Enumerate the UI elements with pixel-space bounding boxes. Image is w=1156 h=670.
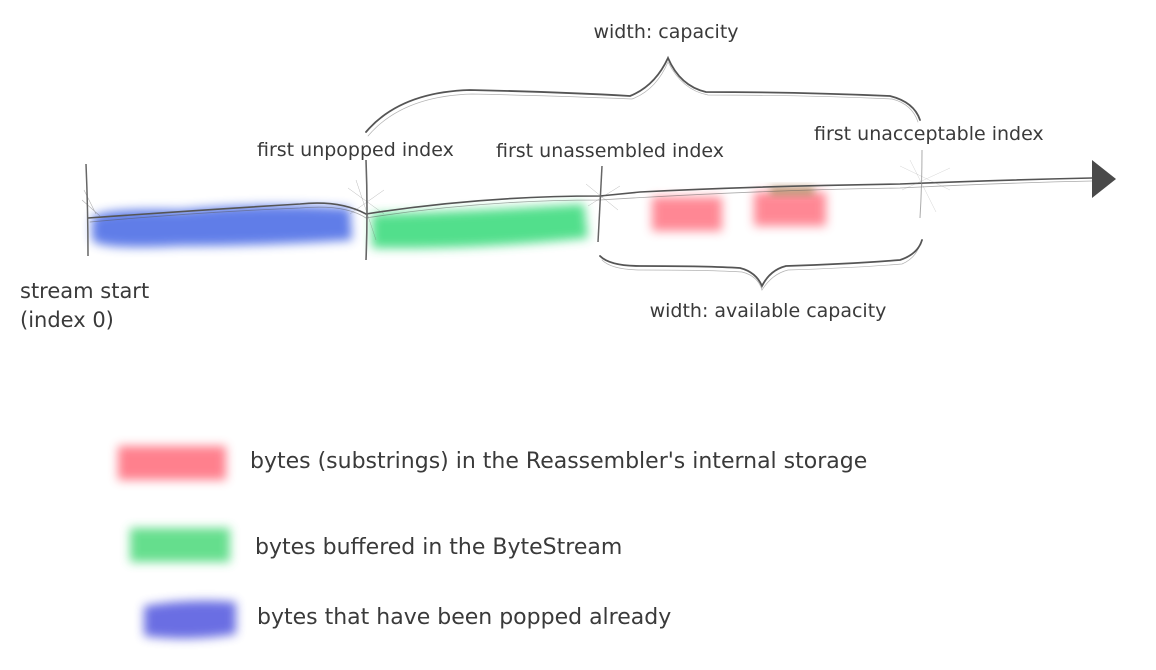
label-index-zero: (index 0)	[20, 308, 114, 332]
label-first-unassembled: first unassembled index	[496, 140, 724, 162]
label-stream-start: stream start	[20, 279, 149, 303]
legend-item-storage: bytes (substrings) in the Reassembler's …	[118, 446, 867, 480]
popped-bytes-region	[92, 205, 352, 248]
legend-item-popped: bytes that have been popped already	[144, 600, 671, 639]
label-width-available: width: available capacity	[650, 300, 887, 322]
label-first-unpopped: first unpopped index	[257, 139, 454, 161]
buffered-bytes-region	[372, 204, 588, 249]
legend-text-popped: bytes that have been popped already	[257, 605, 671, 630]
legend: bytes (substrings) in the Reassembler's …	[118, 446, 867, 639]
legend-swatch-popped	[144, 600, 236, 639]
stream-arrowhead	[1092, 160, 1116, 198]
label-first-unacceptable: first unacceptable index	[814, 123, 1044, 145]
storage-bytes-region-2	[754, 187, 826, 226]
label-width-capacity: width: capacity	[593, 21, 738, 43]
legend-item-buffered: bytes buffered in the ByteStream	[130, 528, 622, 562]
legend-swatch-storage	[118, 446, 226, 480]
legend-text-storage: bytes (substrings) in the Reassembler's …	[250, 449, 867, 474]
tick-stream-start	[81, 163, 101, 257]
capacity-brace	[365, 55, 921, 137]
available-capacity-brace	[599, 239, 923, 291]
tick-first-unpopped	[347, 159, 385, 261]
storage-bytes-region-1	[652, 197, 722, 231]
tick-first-unassembled	[585, 165, 621, 243]
tick-first-unacceptable	[899, 149, 951, 219]
legend-swatch-buffered	[130, 528, 230, 562]
legend-text-buffered: bytes buffered in the ByteStream	[255, 535, 622, 560]
